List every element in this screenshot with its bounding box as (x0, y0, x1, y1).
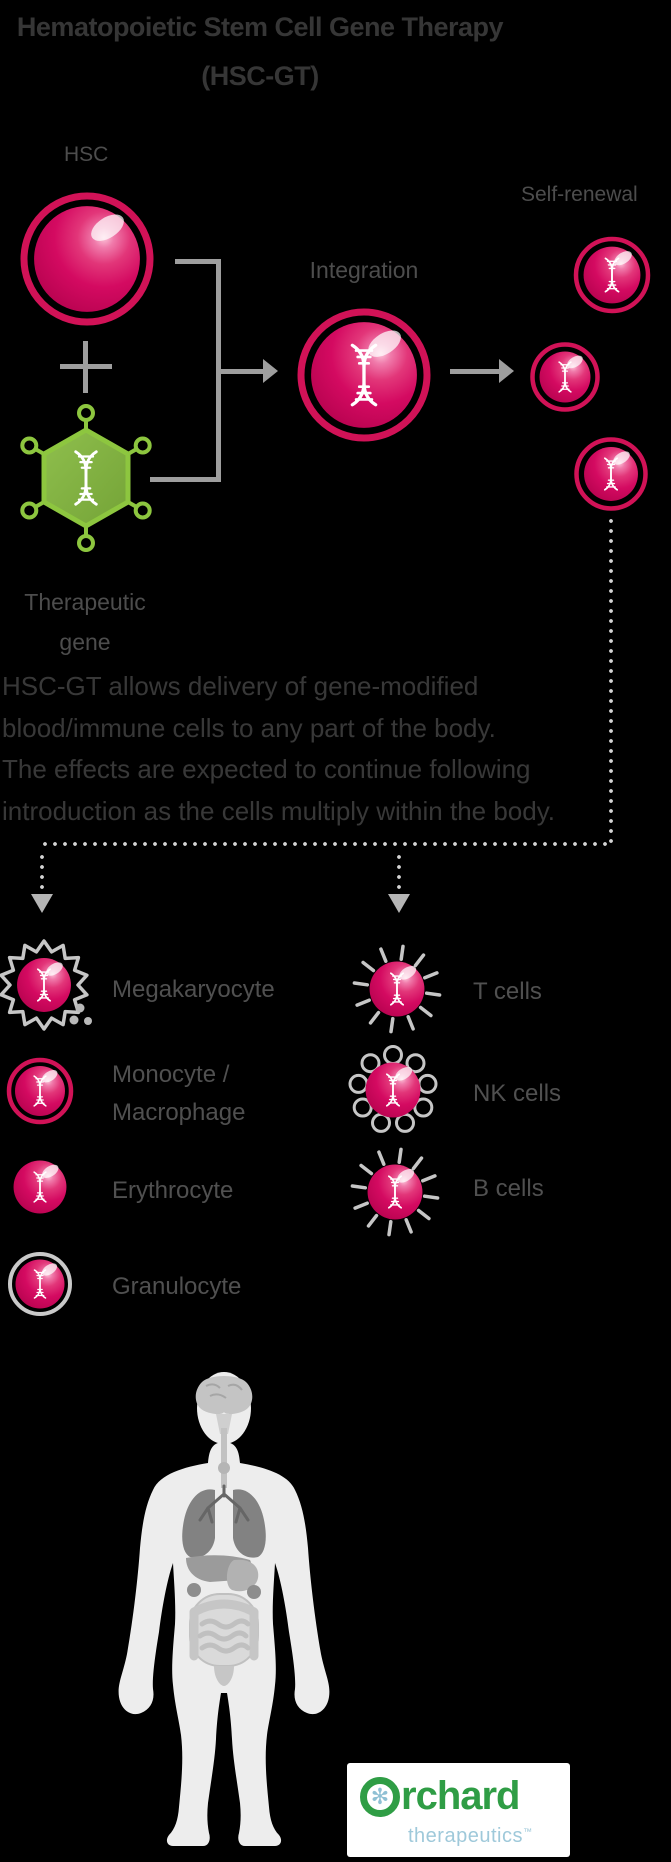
granulocyte-label: Granulocyte (112, 1273, 242, 1300)
self-renewal-label: Self-renewal (521, 183, 638, 206)
hsc-cell-icon (20, 192, 154, 326)
self-renewal-cell-bottom-icon (574, 437, 648, 511)
monocyte-label-line1: Monocyte / (112, 1061, 230, 1088)
arrow-to-integration-head (263, 359, 278, 383)
arrow-to-self-renewal-line (450, 369, 500, 374)
trademark-symbol: ™ (522, 1826, 533, 1837)
integration-cell-icon (297, 308, 431, 442)
self-renewal-cell-middle-icon (530, 342, 600, 412)
description-line: HSC-GT allows delivery of gene-modified (2, 671, 479, 701)
self-renewal-cell-top-icon (573, 236, 651, 314)
nk-cell-icon (348, 1045, 438, 1133)
plus-icon (83, 341, 88, 393)
dotted-line-horizontal (40, 842, 612, 846)
t-cells-label: T cells (473, 978, 542, 1005)
monocyte-cell-icon (6, 1057, 74, 1125)
orchard-logo: ✻ rchard therapeutics™ (347, 1763, 570, 1857)
orchard-brand-text: rchard (401, 1774, 520, 1818)
t-cell-icon (352, 944, 442, 1034)
erythrocyte-label: Erythrocyte (112, 1177, 234, 1204)
integration-label: Integration (309, 257, 419, 283)
bracket-bottom-line (150, 477, 221, 482)
description-line: blood/immune cells to any part of the bo… (2, 712, 496, 743)
page-title-line1: Hematopoietic Stem Cell Gene Therapy (16, 12, 504, 42)
dotted-line-drop-middle (397, 852, 401, 890)
erythrocyte-cell-icon (13, 1160, 67, 1214)
therapeutics-text: therapeutics (408, 1825, 523, 1847)
description-text: HSC-GT allows delivery of gene-modified … (2, 666, 632, 832)
therapeutic-gene-label: Therapeutic gene (15, 582, 155, 662)
dotted-arrowhead-middle (388, 894, 410, 913)
megakaryocyte-cell-icon (0, 939, 92, 1031)
b-cell-icon (350, 1147, 440, 1237)
asterisk-icon: ✻ (370, 1783, 390, 1809)
arrow-to-integration-line (221, 369, 263, 374)
human-body-illustration (118, 1372, 330, 1846)
therapeutic-gene-line1: Therapeutic (24, 589, 146, 615)
bracket-vertical-line (216, 259, 221, 482)
page-title: Hematopoietic Stem Cell Gene Therapy (HS… (0, 3, 520, 101)
orchard-o-mark-icon: ✻ (360, 1776, 400, 1817)
dotted-line-drop-left (40, 852, 44, 890)
orchard-wordmark: ✻ rchard (360, 1774, 520, 1819)
arrow-to-self-renewal-head (499, 359, 514, 383)
therapeutic-gene-line2: gene (59, 629, 111, 655)
dotted-arrowhead-left (31, 894, 53, 913)
nk-cells-label: NK cells (473, 1080, 562, 1107)
hsc-label: HSC (64, 143, 109, 166)
description-line: The effects are expected to continue fol… (2, 754, 531, 784)
description-line: introduction as the cells multiply withi… (2, 795, 556, 826)
bracket-top-line (175, 259, 221, 264)
b-cells-label: B cells (473, 1175, 544, 1202)
monocyte-label-line2: Macrophage (112, 1099, 246, 1126)
viral-vector-icon (20, 404, 152, 552)
dotted-line-vertical-right (609, 516, 613, 846)
megakaryocyte-label: Megakaryocyte (112, 976, 275, 1003)
granulocyte-cell-icon (8, 1252, 72, 1316)
orchard-sub-text: therapeutics™ (408, 1825, 532, 1848)
page-title-line2: (HSC-GT) (201, 61, 319, 91)
